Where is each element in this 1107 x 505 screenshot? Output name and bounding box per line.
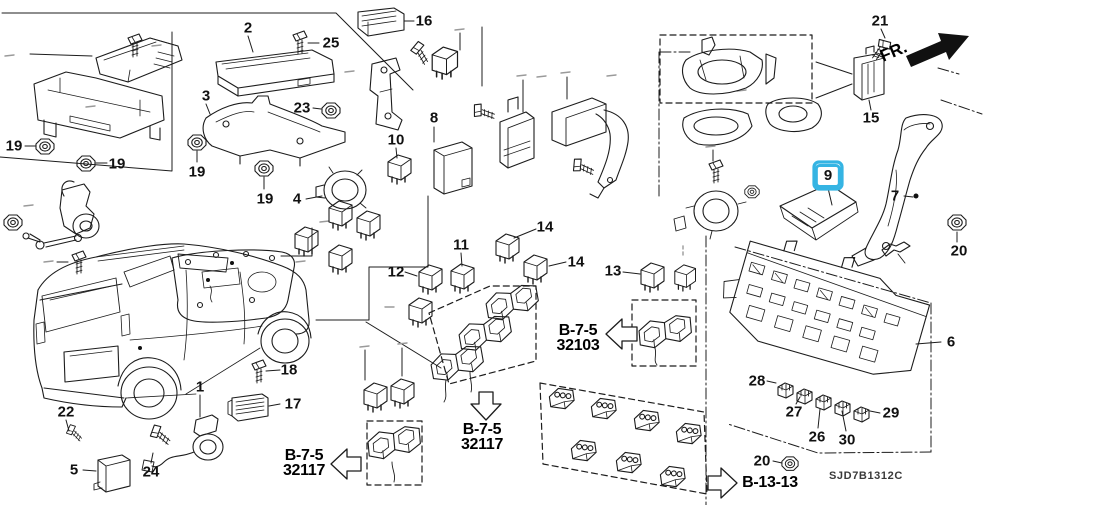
part-module-15	[853, 45, 885, 101]
callout-17[interactable]: 17	[284, 395, 302, 413]
part-height-sensor-left	[22, 180, 100, 250]
socket-32117-wire	[391, 461, 395, 483]
part-angle-sensor	[673, 190, 747, 240]
part-fusebox-6	[723, 240, 931, 375]
socket-32103-wire	[654, 347, 658, 366]
callout-2[interactable]: 2	[243, 19, 253, 37]
callout-16[interactable]: 16	[415, 12, 433, 30]
callout-29[interactable]: 29	[882, 404, 900, 422]
arrow-left-32117	[330, 448, 362, 480]
part-actuator-4	[315, 166, 367, 210]
part-module-b-with-strap	[551, 97, 629, 199]
callout-18[interactable]: 18	[280, 361, 298, 379]
callout-19[interactable]: 19	[256, 190, 274, 208]
callout-14[interactable]: 14	[536, 218, 554, 236]
part-control-module-topleft	[33, 37, 183, 141]
arrow-left-32103	[605, 318, 638, 350]
callout-21[interactable]: 21	[871, 12, 889, 30]
callout-23[interactable]: 23	[293, 99, 311, 117]
callout-13[interactable]: 13	[604, 262, 622, 280]
callout-28[interactable]: 28	[748, 372, 766, 390]
callout-19[interactable]: 19	[188, 163, 206, 181]
group-boundary-lines	[0, 12, 483, 369]
part-module-16	[357, 7, 405, 37]
arrow-down-32117	[470, 391, 502, 421]
ref-B-13-13[interactable]: B-13-13	[742, 474, 798, 491]
part-ecm-2	[215, 49, 335, 97]
part-box-8	[433, 141, 473, 195]
ref-block-arrows[interactable]	[330, 318, 738, 499]
car-illustration	[33, 243, 312, 420]
callout-11[interactable]: 11	[453, 236, 469, 254]
callout-14[interactable]: 14	[567, 253, 585, 271]
callout-27[interactable]: 27	[785, 403, 803, 421]
part-box-5	[93, 454, 131, 493]
callout-1[interactable]: 1	[195, 378, 205, 396]
part-cover-shells	[681, 36, 822, 146]
callout-26[interactable]: 26	[808, 428, 826, 446]
diagram-code: SJD7B1312C	[829, 470, 903, 482]
callout-6[interactable]: 6	[946, 333, 956, 351]
callout-19[interactable]: 19	[108, 155, 126, 173]
faded-label-stubs	[4, 28, 747, 348]
callout-15[interactable]: 15	[862, 109, 880, 127]
callout-22[interactable]: 22	[57, 403, 75, 421]
fr-direction-arrow	[906, 33, 969, 67]
callout-8[interactable]: 8	[429, 109, 439, 127]
callout-10[interactable]: 10	[387, 131, 405, 149]
socket-trio-wires	[443, 371, 473, 403]
part-actuator-1	[141, 414, 224, 473]
callout-9[interactable]: 9	[814, 164, 842, 188]
callout-3[interactable]: 3	[201, 87, 211, 105]
part-bracket-3	[202, 95, 346, 167]
dashed-group-boxes	[366, 34, 813, 495]
callout-20[interactable]: 20	[950, 242, 968, 260]
wing-clip	[881, 241, 911, 264]
callout-24[interactable]: 24	[142, 463, 160, 481]
callout-25[interactable]: 25	[322, 34, 340, 52]
callout-7[interactable]: 7	[890, 187, 900, 205]
part-connector-17	[227, 393, 269, 422]
callout-12[interactable]: 12	[387, 263, 405, 281]
callout-4[interactable]: 4	[292, 190, 302, 208]
part-module-9	[779, 183, 859, 241]
part-bracket-16	[369, 57, 403, 131]
callout-5[interactable]: 5	[69, 461, 79, 479]
callout-30[interactable]: 30	[838, 431, 856, 449]
part-module-a	[499, 96, 535, 169]
callout-19[interactable]: 19	[5, 137, 23, 155]
callout-20[interactable]: 20	[753, 452, 771, 470]
arrow-right-b1313	[707, 467, 738, 499]
